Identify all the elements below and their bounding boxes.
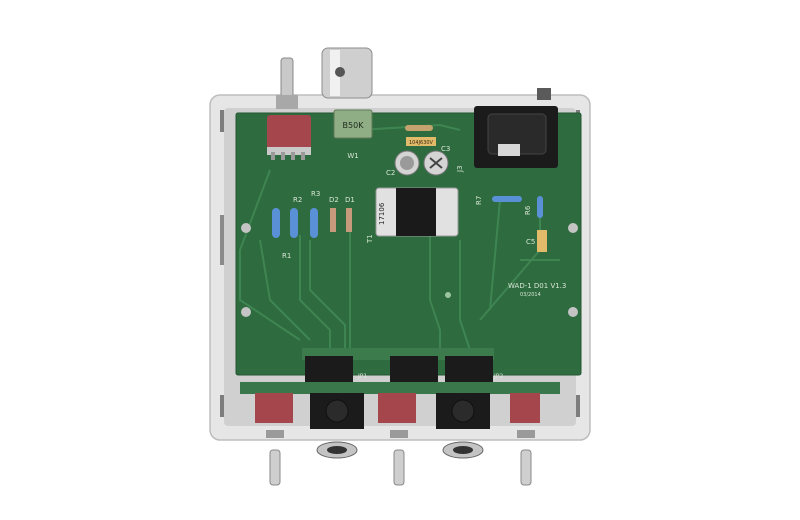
- board-id-marking: WAD-1 D01 V1.3 03/2014: [508, 282, 566, 298]
- board-id-text: WAD-1 D01 V1.3: [508, 282, 566, 290]
- film-capacitor: 104J630V: [406, 137, 436, 146]
- label-c5: C5: [526, 238, 535, 246]
- label-d2: D2: [329, 196, 339, 204]
- resistor-top: [405, 125, 433, 131]
- label-c3: C3: [441, 145, 450, 153]
- capacitor-c3: C3: [423, 145, 450, 176]
- label-c2: C2: [386, 169, 395, 177]
- capacitor-c2: C2: [386, 150, 420, 177]
- dc-jack-top: [537, 88, 551, 100]
- resistor-r6: R6: [524, 196, 543, 218]
- label-t1: T1: [366, 234, 374, 244]
- resistor-bank: R2 R3 D2 D1 R1: [272, 190, 355, 260]
- label-jp1: JP1: [357, 373, 367, 380]
- potentiometer-body: B50K W1: [333, 109, 373, 160]
- transformer-t1: 17106 T1: [366, 187, 459, 244]
- label-jp2: JP2: [493, 373, 503, 380]
- label-r7: R7: [475, 196, 483, 205]
- bottom-hardware: [266, 430, 535, 486]
- capacitor-c5: C5: [526, 230, 547, 252]
- toggle-switch-top: [276, 57, 298, 109]
- transformer-marking: 17106: [378, 202, 386, 225]
- pot-value-marking: B50K: [343, 121, 365, 130]
- header-board: JP1 JP2: [302, 348, 503, 384]
- potentiometer-knob: [321, 47, 373, 99]
- label-r1: R1: [282, 252, 291, 260]
- label-r6: R6: [524, 205, 532, 215]
- xlr-connector-j3: J3: [456, 106, 558, 173]
- label-r2: R2: [293, 196, 302, 204]
- label-w1: W1: [347, 152, 358, 160]
- label-d1: D1: [345, 196, 355, 204]
- toggle-switch-module: [267, 115, 311, 160]
- label-r3: R3: [311, 190, 320, 198]
- board-date-text: 03/2014: [520, 292, 541, 298]
- jack-board: [240, 382, 560, 429]
- label-j3: J3: [456, 165, 464, 173]
- resistor-r7: R7: [475, 196, 522, 205]
- film-cap-marking: 104J630V: [409, 140, 434, 146]
